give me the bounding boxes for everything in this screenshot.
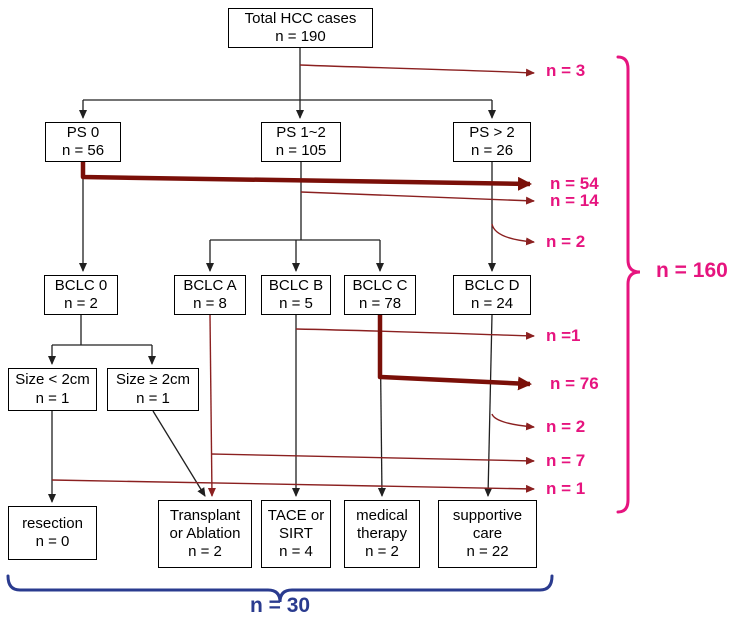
node-label: Size < 2cm bbox=[15, 371, 90, 389]
excl-line-from-ps0-thick bbox=[80, 162, 532, 191]
node-count: n = 78 bbox=[358, 295, 402, 312]
node-transplant-ablation: Transplant or Ablation n = 2 bbox=[158, 500, 252, 568]
node-count: n = 1 bbox=[136, 389, 170, 407]
node-count: n = 1 bbox=[35, 389, 70, 407]
node-label: resection bbox=[22, 514, 83, 532]
exclusion-label-after-total: n = 3 bbox=[546, 61, 586, 80]
node-count: n = 24 bbox=[470, 295, 514, 312]
node-label: TACE or bbox=[267, 506, 325, 524]
total-excluded-label: n = 160 bbox=[656, 259, 728, 282]
arrow-bclcD-to-supportive bbox=[484, 314, 493, 497]
excl-line-from-bclcC-thick bbox=[377, 315, 532, 391]
excl-line-from-size-lt2 bbox=[51, 479, 535, 493]
node-tace-sirt: TACE or SIRT n = 4 bbox=[261, 500, 331, 568]
node-bclcC: BCLC C n = 78 bbox=[344, 275, 416, 315]
node-ps12: PS 1~2 n = 105 bbox=[261, 122, 341, 162]
node-label: BCLC A bbox=[183, 276, 237, 294]
exclusion-label-from-size-lt2: n = 1 bbox=[546, 479, 586, 498]
excl-line-from-ps12 bbox=[300, 191, 535, 205]
excl-line-from-bclcD bbox=[491, 413, 535, 431]
node-count: n = 26 bbox=[470, 142, 514, 159]
node-ps-gt2: PS > 2 n = 26 bbox=[453, 122, 531, 162]
node-label: BCLC B bbox=[268, 276, 324, 294]
excl-line-from-ps-gt2 bbox=[491, 223, 535, 246]
excluded-brace bbox=[616, 55, 641, 514]
node-total-hcc: Total HCC cases n = 190 bbox=[228, 8, 373, 48]
arrow-sizege2-to-transplant bbox=[152, 410, 206, 497]
node-medical-therapy: medical therapy n = 2 bbox=[344, 500, 420, 568]
node-count: n = 8 bbox=[193, 295, 227, 312]
excl-line-after-total bbox=[299, 64, 535, 77]
exclusion-label-from-ps-gt2: n = 2 bbox=[546, 232, 586, 251]
exclusion-label-from-bclcA: n = 7 bbox=[546, 451, 586, 470]
node-bclc0: BCLC 0 n = 2 bbox=[44, 275, 118, 315]
node-resection: resection n = 0 bbox=[8, 506, 97, 560]
node-count: n = 2 bbox=[64, 295, 98, 312]
node-bclcB: BCLC B n = 5 bbox=[261, 275, 331, 315]
node-label: PS 1~2 bbox=[276, 123, 326, 141]
node-label: Transplant bbox=[169, 506, 241, 524]
node-count: n = 5 bbox=[279, 295, 313, 312]
excl-line-from-bclcA bbox=[210, 453, 535, 465]
exclusion-label-from-bclcD: n = 2 bbox=[546, 417, 586, 436]
node-label: BCLC 0 bbox=[54, 276, 108, 294]
node-label: BCLC C bbox=[352, 276, 408, 294]
node-label: Size ≥ 2cm bbox=[115, 371, 191, 389]
node-count: n = 4 bbox=[279, 543, 313, 561]
node-supportive-care: supportive care n = 22 bbox=[438, 500, 537, 568]
node-label: supportive bbox=[452, 506, 523, 524]
node-label: medical bbox=[356, 506, 408, 524]
node-ps0: PS 0 n = 56 bbox=[45, 122, 121, 162]
excl-line-from-bclcB bbox=[295, 328, 535, 340]
node-label: therapy bbox=[356, 524, 408, 542]
node-count: n = 2 bbox=[365, 543, 399, 561]
arrow-bclcA-to-transplant bbox=[207, 314, 216, 497]
total-treated-label: n = 30 bbox=[249, 594, 311, 617]
exclusion-label-from-bclcC: n = 76 bbox=[550, 374, 599, 393]
node-label: BCLC D bbox=[464, 276, 520, 294]
exclusion-label-from-bclcB: n =1 bbox=[546, 326, 581, 345]
node-label: SIRT bbox=[279, 524, 313, 542]
node-bclcA: BCLC A n = 8 bbox=[174, 275, 246, 315]
node-size-lt2: Size < 2cm n = 1 bbox=[8, 368, 97, 411]
node-bclcD: BCLC D n = 24 bbox=[453, 275, 531, 315]
node-label: care bbox=[472, 524, 503, 542]
node-count: n = 22 bbox=[466, 543, 509, 561]
node-label: PS 0 bbox=[66, 123, 100, 141]
node-count: n = 190 bbox=[275, 28, 326, 45]
node-count: n = 0 bbox=[35, 533, 70, 550]
node-count: n = 105 bbox=[275, 142, 327, 159]
node-label: PS > 2 bbox=[469, 123, 515, 141]
exclusion-label-from-ps0: n = 54 bbox=[550, 174, 599, 193]
node-size-ge2: Size ≥ 2cm n = 1 bbox=[107, 368, 199, 411]
node-count: n = 2 bbox=[188, 543, 222, 561]
node-label: Total HCC cases bbox=[244, 9, 357, 27]
node-count: n = 56 bbox=[61, 142, 105, 159]
node-label: or Ablation bbox=[169, 524, 241, 542]
exclusion-label-from-ps12: n = 14 bbox=[550, 191, 599, 210]
treated-brace bbox=[6, 574, 554, 603]
